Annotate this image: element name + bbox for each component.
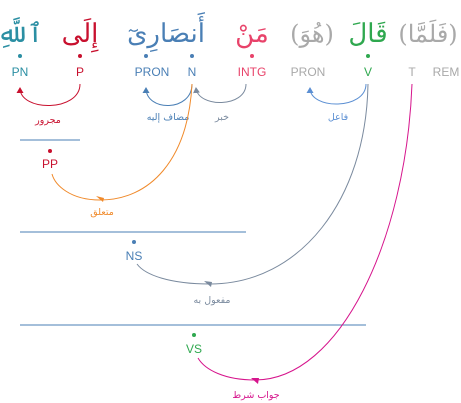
tag-pron-huwa: PRON	[291, 65, 326, 79]
arc-fail	[306, 83, 367, 105]
arc-khabar	[193, 83, 247, 103]
tag-n: N	[188, 65, 197, 79]
arc-jawab	[197, 83, 413, 381]
dot-intg	[250, 54, 254, 58]
word-huwa: (هُوَ)	[290, 20, 334, 48]
dot-pn	[18, 54, 22, 58]
arc-jawab-head	[251, 378, 259, 384]
tag-rem: REM	[433, 65, 460, 79]
tag-v: V	[364, 65, 372, 79]
arc-mafool-head	[204, 281, 212, 287]
label-fail: فاعل	[328, 112, 348, 123]
label-mudaf: مضاف إليه	[147, 112, 190, 123]
word-ansari: أَنصَارِىٓ	[127, 12, 206, 53]
label-mutaalliq: متعلق	[90, 207, 114, 218]
dot-vs	[192, 333, 196, 337]
label-mafool: مفعول به	[193, 295, 230, 306]
arc-mudaf	[142, 83, 193, 106]
arc-mafool	[136, 83, 369, 285]
word-man: مَنْ	[235, 19, 269, 49]
tag-intg: INTG	[238, 65, 267, 79]
tag-p: P	[76, 65, 84, 79]
dot-pron-ansari	[144, 54, 148, 58]
dot-p	[78, 54, 82, 58]
tag-pn: PN	[12, 65, 29, 79]
arc-mutaalliq	[51, 83, 193, 201]
arc-majrur	[16, 83, 81, 106]
tag-pron-ansari: PRON	[135, 65, 170, 79]
dot-pp	[48, 149, 52, 153]
word-falamma: (فَلَمَّا)	[398, 20, 457, 48]
label-khabar: خبر	[214, 112, 229, 123]
dot-v	[366, 54, 370, 58]
tag-t: T	[408, 65, 416, 79]
label-majrur: مجرور	[34, 115, 61, 126]
word-allah: ٱللَّهِ	[0, 16, 43, 49]
dot-ns	[132, 240, 136, 244]
word-qala: قَالَ	[348, 19, 387, 49]
arc-mutaalliq-head	[96, 196, 104, 202]
dot-n	[190, 54, 194, 58]
label-jawab: جواب شرط	[232, 390, 279, 401]
phrase-vs: VS	[186, 342, 202, 356]
phrase-pp: PP	[42, 157, 58, 171]
phrase-ns: NS	[126, 249, 143, 263]
word-ila: إِلَى	[62, 17, 100, 53]
